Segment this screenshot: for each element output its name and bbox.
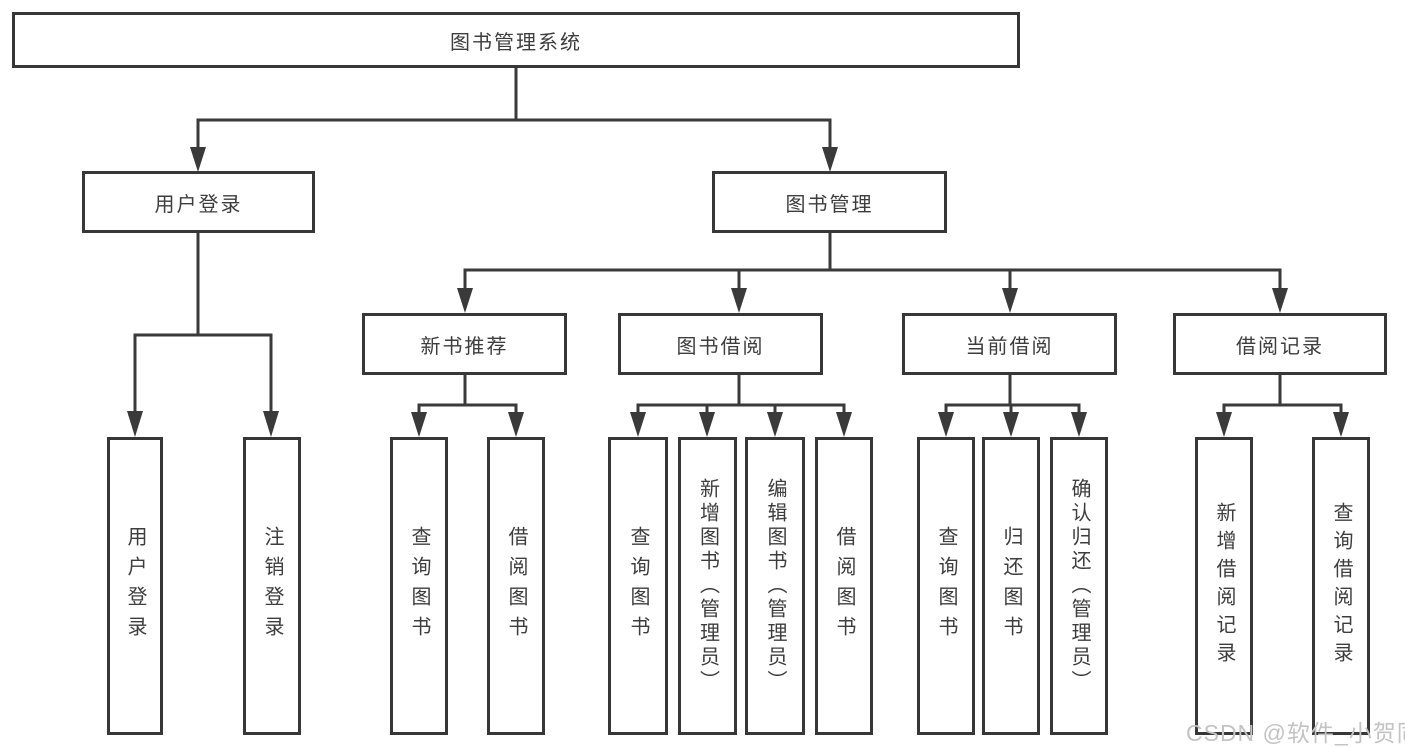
- arrowhead-down-icon: [767, 412, 783, 437]
- node-label: 借阅图书: [505, 526, 527, 646]
- arrowhead-down-icon: [938, 412, 954, 437]
- node-leaf-edit-book-admin: 编辑图书（管理员）: [745, 437, 805, 735]
- arrowhead-down-icon: [699, 412, 715, 437]
- node-leaf-add-borrow-record: 新增借阅记录: [1195, 437, 1253, 735]
- csdn-watermark: CSDN @软件_小贺同学: [1186, 720, 1405, 746]
- node-label: 查询图书: [627, 526, 649, 646]
- arrowhead-down-icon: [411, 412, 427, 437]
- node-library-system: 图书管理系统: [12, 12, 1020, 68]
- node-new-book-recommendation: 新书推荐: [362, 313, 567, 375]
- node-label: 用户登录: [154, 193, 243, 216]
- node-leaf-add-book-admin: 新增图书（管理员）: [678, 437, 737, 735]
- node-leaf-return-books: 归还图书: [982, 437, 1040, 735]
- node-label: 当前借阅: [965, 335, 1054, 358]
- arrowhead-down-icon: [1333, 412, 1349, 437]
- node-book-borrowing: 图书借阅: [618, 313, 823, 375]
- node-label: 图书借阅: [676, 335, 765, 358]
- arrowhead-down-icon: [822, 147, 838, 172]
- arrowhead-down-icon: [1002, 288, 1018, 313]
- node-leaf-query-books-recommend: 查询图书: [390, 437, 448, 735]
- node-leaf-borrow-books-recommend: 借阅图书: [487, 437, 545, 735]
- arrowhead-down-icon: [1071, 412, 1087, 437]
- arrowhead-down-icon: [190, 147, 206, 172]
- node-label: 借阅图书: [833, 526, 855, 646]
- node-leaf-query-borrow-record: 查询借阅记录: [1312, 437, 1370, 735]
- node-label: 图书管理系统: [450, 31, 582, 54]
- node-label: 确认归还（管理员）: [1068, 478, 1090, 694]
- node-label: 用户登录: [124, 526, 146, 646]
- arrowhead-down-icon: [1272, 288, 1288, 313]
- node-leaf-borrow-books-borrowing: 借阅图书: [815, 437, 873, 735]
- arrowhead-down-icon: [836, 412, 852, 437]
- node-label: 新书推荐: [420, 335, 509, 358]
- arrowhead-down-icon: [630, 412, 646, 437]
- node-label: 借阅记录: [1236, 335, 1324, 358]
- node-label: 新增图书（管理员）: [696, 478, 719, 694]
- node-current-borrowing: 当前借阅: [902, 313, 1117, 375]
- node-label: 查询图书: [935, 526, 957, 646]
- arrowhead-down-icon: [1216, 412, 1232, 437]
- node-leaf-query-books-current: 查询图书: [917, 437, 975, 735]
- node-leaf-query-books-borrowing: 查询图书: [608, 437, 668, 735]
- node-label: 图书管理: [785, 193, 874, 216]
- arrowhead-down-icon: [731, 288, 747, 313]
- node-label: 归还图书: [1000, 526, 1022, 646]
- node-label: 编辑图书（管理员）: [764, 478, 786, 694]
- arrowhead-down-icon: [457, 288, 473, 313]
- node-label: 查询借阅记录: [1330, 502, 1352, 670]
- node-leaf-logout: 注销登录: [243, 437, 301, 735]
- node-borrowing-records: 借阅记录: [1173, 313, 1387, 375]
- node-label: 查询图书: [408, 526, 430, 646]
- node-leaf-user-login: 用户登录: [107, 437, 163, 735]
- node-leaf-confirm-return-admin: 确认归还（管理员）: [1050, 437, 1108, 735]
- arrowhead-down-icon: [263, 411, 279, 437]
- node-book-management: 图书管理: [712, 171, 947, 233]
- arrowhead-down-icon: [1003, 412, 1019, 437]
- node-label: 新增借阅记录: [1213, 502, 1235, 670]
- arrowhead-down-icon: [508, 412, 524, 437]
- node-user-login: 用户登录: [82, 171, 315, 233]
- node-label: 注销登录: [261, 526, 283, 646]
- arrowhead-down-icon: [127, 411, 143, 437]
